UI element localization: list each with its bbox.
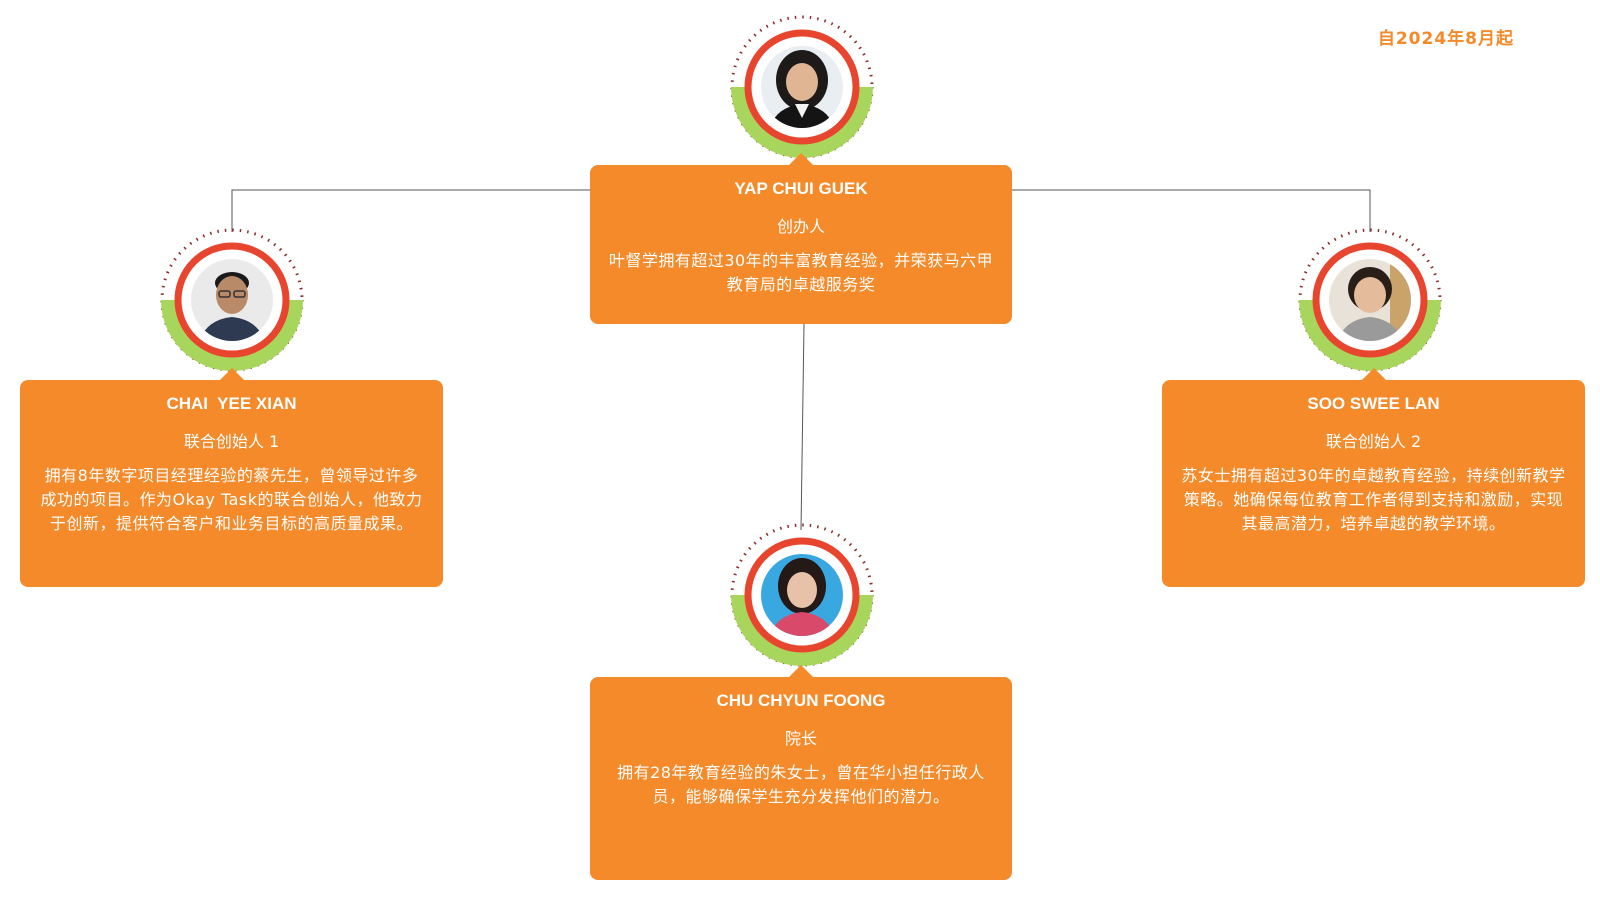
effective-date-label: 自2024年8月起 bbox=[1377, 29, 1514, 49]
principal-avatar bbox=[727, 520, 877, 670]
cofounder2-card: SOO SWEE LAN 联合创始人 2 苏女士拥有超过30年的卓越教育经验，持… bbox=[1162, 368, 1585, 587]
cofounder2-role: 联合创始人 2 bbox=[1325, 432, 1422, 451]
card-pointer bbox=[789, 665, 813, 677]
green-arc bbox=[731, 87, 873, 158]
cofounder1-avatar bbox=[157, 225, 307, 375]
woman-portrait-icon bbox=[761, 554, 843, 636]
principal-description: 拥有28年教育经验的朱女士，曾在华小担任行政人员，能够确保学生充分发挥他们的潜力… bbox=[617, 763, 985, 806]
connector-founder-cofounder1 bbox=[231, 189, 590, 232]
cofounder2-name: SOO SWEE LAN bbox=[1307, 394, 1440, 413]
cofounder1-card: CHAI YEE XIAN 联合创始人 1 拥有8年数字项目经理经验的蔡先生，曾… bbox=[20, 368, 443, 587]
principal-name: CHU CHYUN FOONG bbox=[716, 691, 886, 710]
founder-card: YAP CHUI GUEK 创办人 叶督学拥有超过30年的丰富教育经验，并荣获马… bbox=[590, 153, 1012, 324]
founder-avatar bbox=[727, 12, 877, 162]
card-pointer bbox=[1361, 368, 1386, 380]
connector-founder-principal bbox=[800, 323, 805, 531]
principal-role: 院长 bbox=[784, 729, 817, 748]
man-portrait-icon bbox=[191, 259, 273, 341]
founder-name: YAP CHUI GUEK bbox=[734, 179, 868, 198]
woman-portrait-icon bbox=[761, 46, 843, 128]
founder-description: 叶督学拥有超过30年的丰富教育经验，并荣获马六甲教育局的卓越服务奖 bbox=[608, 251, 994, 294]
principal-card: CHU CHYUN FOONG 院长 拥有28年教育经验的朱女士，曾在华小担任行… bbox=[590, 665, 1012, 880]
cofounder1-name: CHAI YEE XIAN bbox=[166, 394, 297, 413]
card-pointer bbox=[219, 368, 244, 380]
founder-role: 创办人 bbox=[776, 217, 825, 236]
card-pointer bbox=[789, 153, 813, 165]
cofounder1-description: 拥有8年数字项目经理经验的蔡先生，曾领导过许多成功的项目。作为Okay Task… bbox=[40, 466, 423, 533]
cofounder2-description: 苏女士拥有超过30年的卓越教育经验，持续创新教学策略。她确保每位教育工作者得到支… bbox=[1181, 466, 1566, 533]
cofounder1-role: 联合创始人 1 bbox=[183, 432, 280, 451]
connector-founder-cofounder2 bbox=[1012, 189, 1371, 232]
cofounder2-avatar bbox=[1295, 225, 1445, 375]
